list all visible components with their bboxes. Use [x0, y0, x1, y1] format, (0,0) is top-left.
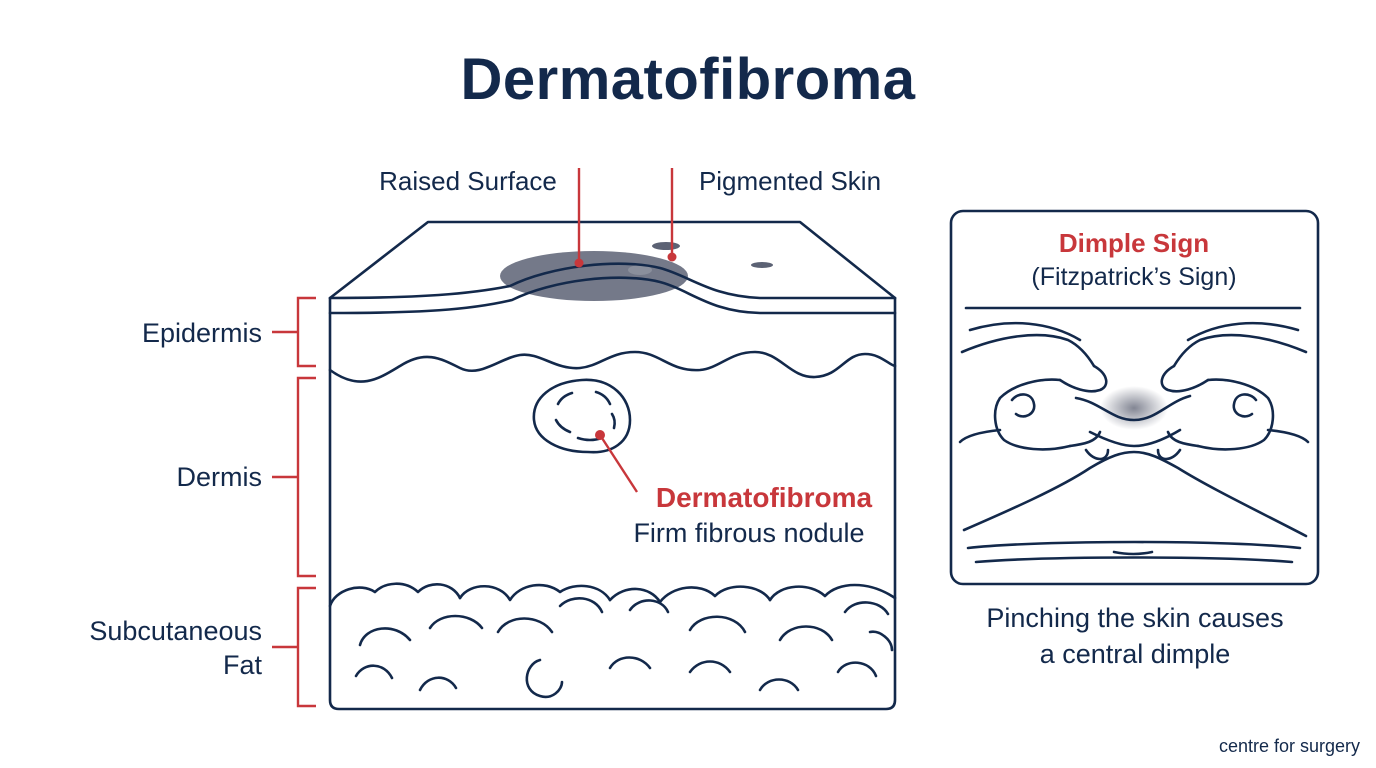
label-fat: Fat	[223, 650, 263, 680]
label-epidermis: Epidermis	[142, 318, 262, 348]
skin-block	[328, 220, 897, 711]
inset-subtitle: (Fitzpatrick’s Sign)	[1031, 263, 1236, 291]
dimple-shadow	[1100, 386, 1168, 430]
right-hand-icon	[1156, 321, 1310, 461]
nodule	[532, 378, 632, 454]
label-dermis: Dermis	[177, 462, 263, 492]
inset-caption-line2: a central dimple	[1039, 639, 1231, 669]
inset-title: Dimple Sign	[1059, 228, 1209, 258]
label-raised-surface: Raised Surface	[379, 166, 557, 196]
pointer-dot-raised-surface	[574, 258, 584, 268]
label-lesion-desc: Firm fibrous nodule	[633, 518, 864, 548]
left-hand-icon	[958, 321, 1110, 461]
page-title: Dermatofibroma	[460, 47, 916, 112]
pigment-spot-small	[751, 262, 773, 268]
label-pigmented-skin: Pigmented Skin	[699, 166, 881, 196]
leader-nodule	[598, 434, 639, 493]
credit-text: centre for surgery	[1218, 736, 1360, 756]
pointer-dot-pigmented-skin	[667, 252, 677, 262]
bracket-epidermis	[272, 296, 316, 368]
fat-lobules	[328, 582, 897, 699]
inset-caption-line1: Pinching the skin causes	[986, 603, 1284, 633]
label-lesion-name: Dermatofibroma	[656, 482, 873, 513]
dimple-sign-inset: Dimple Sign (Fitzpatrick’s Sign)	[949, 209, 1320, 586]
bracket-subcutaneous-fat	[272, 586, 316, 708]
bracket-dermis	[272, 376, 316, 578]
inset-caption: Pinching the skin causes a central dimpl…	[950, 600, 1320, 672]
label-subcutaneous: Subcutaneous	[89, 616, 262, 646]
pigment-spot	[652, 242, 680, 250]
